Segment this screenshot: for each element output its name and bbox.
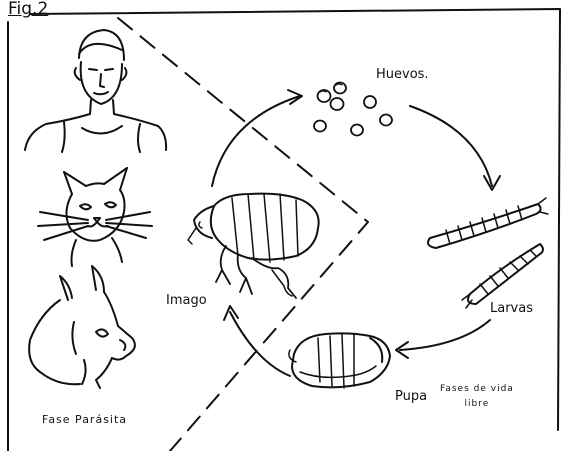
free-living-phase-label: Fases de vida libre	[440, 382, 514, 412]
pupa-label: Pupa	[395, 390, 427, 403]
flea-eggs-drawing	[314, 83, 392, 136]
adult-label: Imago	[166, 294, 207, 307]
figure-label: Fig.2	[8, 1, 48, 18]
dog-host-drawing	[29, 266, 135, 388]
larvae-label: Larvas	[490, 302, 533, 315]
human-host-drawing	[25, 30, 166, 152]
flea-pupa-drawing	[289, 333, 390, 388]
parasitic-phase-label: Fase Parásita	[42, 414, 127, 425]
arrow-larvae-to-pupa	[400, 320, 490, 350]
cat-host-drawing	[38, 168, 152, 266]
arrow-eggs-to-larvae	[410, 106, 492, 186]
arrow-pupa-to-adult	[230, 312, 290, 376]
flea-larvae-drawing	[428, 198, 548, 308]
arrow-adult-to-eggs	[212, 96, 300, 186]
eggs-label: Huevos.	[376, 68, 429, 81]
phase-divider-dashed-line	[118, 18, 368, 451]
adult-flea-drawing	[188, 194, 319, 298]
